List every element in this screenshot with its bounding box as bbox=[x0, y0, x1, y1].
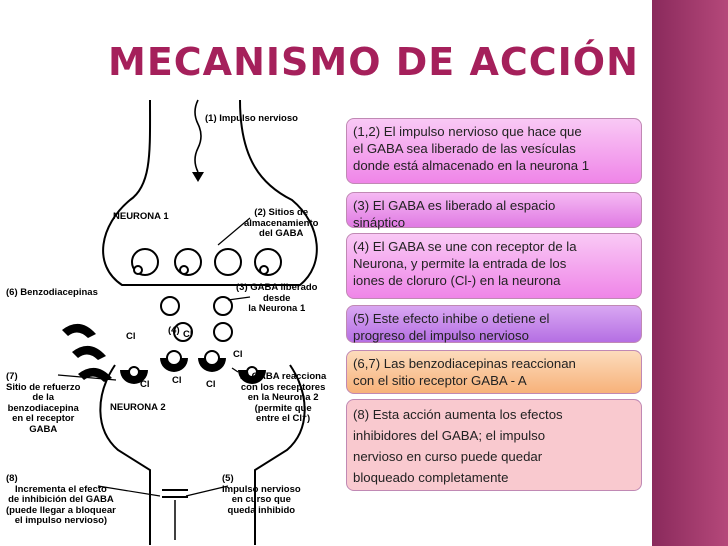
label-cl-5: Cl bbox=[172, 375, 182, 386]
label-cl-2: Cl bbox=[183, 329, 193, 340]
label-impulso-nervioso: (1) Impulso nervioso bbox=[205, 113, 298, 124]
bound-gaba bbox=[128, 350, 258, 378]
released-gaba bbox=[160, 296, 233, 342]
decorative-side-band bbox=[652, 0, 728, 546]
label-neurona-1: NEURONA 1 bbox=[113, 211, 169, 222]
label-neurona-2: NEURONA 2 bbox=[110, 402, 166, 413]
label-num-4: (4) bbox=[168, 325, 180, 336]
slide-title: MECANISMO DE ACCIÓN bbox=[108, 40, 639, 84]
gaba-vesicles bbox=[131, 248, 282, 276]
neuron1-outline bbox=[102, 99, 318, 286]
label-benzodiacepinas: (6) Benzodiacepinas bbox=[6, 287, 98, 298]
pointer-lines bbox=[57, 217, 251, 497]
label-cl-4: Cl bbox=[140, 379, 150, 390]
label-cl-6: Cl bbox=[206, 379, 216, 390]
impulse-arrowhead bbox=[192, 172, 204, 182]
label-cl-3: Cl bbox=[233, 349, 243, 360]
label-cl-1: Cl bbox=[126, 331, 136, 342]
impulse-arrow bbox=[194, 99, 202, 173]
